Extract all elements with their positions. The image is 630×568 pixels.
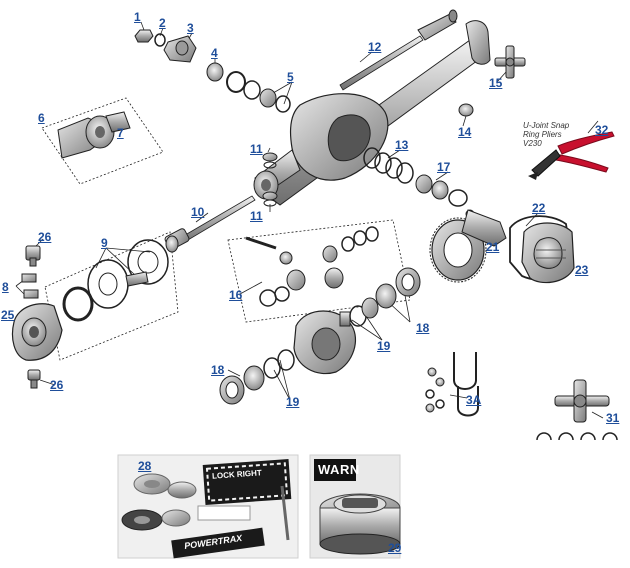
callout-22[interactable]: 22 — [532, 201, 546, 215]
u-joint-31 — [536, 379, 618, 441]
pinion-bearings-seals — [206, 62, 291, 113]
callout-25[interactable]: 25 — [1, 308, 15, 322]
carrier-bearings-right — [349, 267, 421, 327]
callout-14[interactable]: 14 — [458, 125, 472, 139]
callout-26-upper[interactable]: 26 — [38, 230, 52, 244]
callout-29[interactable]: 29 — [388, 541, 402, 555]
pinion-bearing-17 — [415, 174, 475, 219]
snap-ring-pliers — [528, 131, 615, 180]
steering-knuckle-assembly — [11, 245, 63, 389]
callout-6[interactable]: 6 — [38, 111, 45, 125]
pliers-caption-line-3: V230 — [523, 139, 542, 148]
callout-19-right[interactable]: 19 — [377, 339, 391, 353]
callout-26-lower[interactable]: 26 — [50, 378, 64, 392]
locking-hub-photo — [309, 454, 401, 559]
locker-kit-photo — [117, 454, 299, 559]
callout-8[interactable]: 8 — [2, 280, 9, 294]
callout-7[interactable]: 7 — [117, 126, 124, 140]
callout-9[interactable]: 9 — [101, 236, 108, 250]
pinion-bearing-race — [458, 103, 474, 117]
callout-31[interactable]: 31 — [606, 411, 620, 425]
carrier-bearings-left — [219, 349, 295, 405]
callout-1[interactable]: 1 — [134, 10, 141, 24]
callout-17[interactable]: 17 — [437, 160, 451, 174]
leader-lines — [15, 21, 604, 419]
differential-carrier — [293, 310, 357, 375]
callout-18-left[interactable]: 18 — [211, 363, 225, 377]
pliers-caption: U-Joint Snap Ring Pliers V230 — [523, 121, 593, 148]
axle-shaft-upper — [339, 9, 458, 91]
callout-12[interactable]: 12 — [368, 40, 382, 54]
callout-28[interactable]: 28 — [138, 459, 152, 473]
callout-19-left[interactable]: 19 — [286, 395, 300, 409]
group-box-16 — [227, 219, 411, 323]
diff-cover-gasket — [509, 215, 575, 284]
callout-11-lower[interactable]: 11 — [250, 209, 263, 223]
carrier-bearings-small — [262, 152, 278, 207]
warn-logo-text: WARN — [318, 462, 360, 477]
callout-11-upper[interactable]: 11 — [250, 142, 263, 156]
ring-and-pinion-gear — [429, 209, 507, 283]
callout-3[interactable]: 3 — [187, 21, 194, 35]
callout-18-right[interactable]: 18 — [416, 321, 430, 335]
spindle-and-bushing — [57, 111, 131, 159]
callout-5[interactable]: 5 — [287, 70, 294, 84]
callout-23[interactable]: 23 — [575, 263, 589, 277]
shim-rings — [363, 147, 414, 184]
callout-15[interactable]: 15 — [489, 76, 503, 90]
u-joint-cross-15 — [494, 45, 526, 79]
spider-gear-set — [245, 226, 379, 307]
callout-13[interactable]: 13 — [395, 138, 409, 152]
u-bolt-kit — [425, 352, 479, 417]
callout-2[interactable]: 2 — [159, 16, 166, 30]
pliers-caption-line-1: U-Joint Snap — [523, 121, 570, 130]
pliers-caption-line-2: Ring Pliers — [523, 130, 562, 139]
callout-4[interactable]: 4 — [211, 46, 218, 60]
callout-21[interactable]: 21 — [486, 240, 500, 254]
callout-16[interactable]: 16 — [229, 288, 243, 302]
axle-seal-plates — [62, 239, 169, 322]
axle-shaft-lower — [164, 195, 256, 253]
pinion-nut-washer-yoke — [134, 29, 197, 63]
callout-3a[interactable]: 3A — [466, 393, 482, 407]
callout-10[interactable]: 10 — [191, 205, 205, 219]
callout-32[interactable]: 32 — [595, 123, 609, 137]
